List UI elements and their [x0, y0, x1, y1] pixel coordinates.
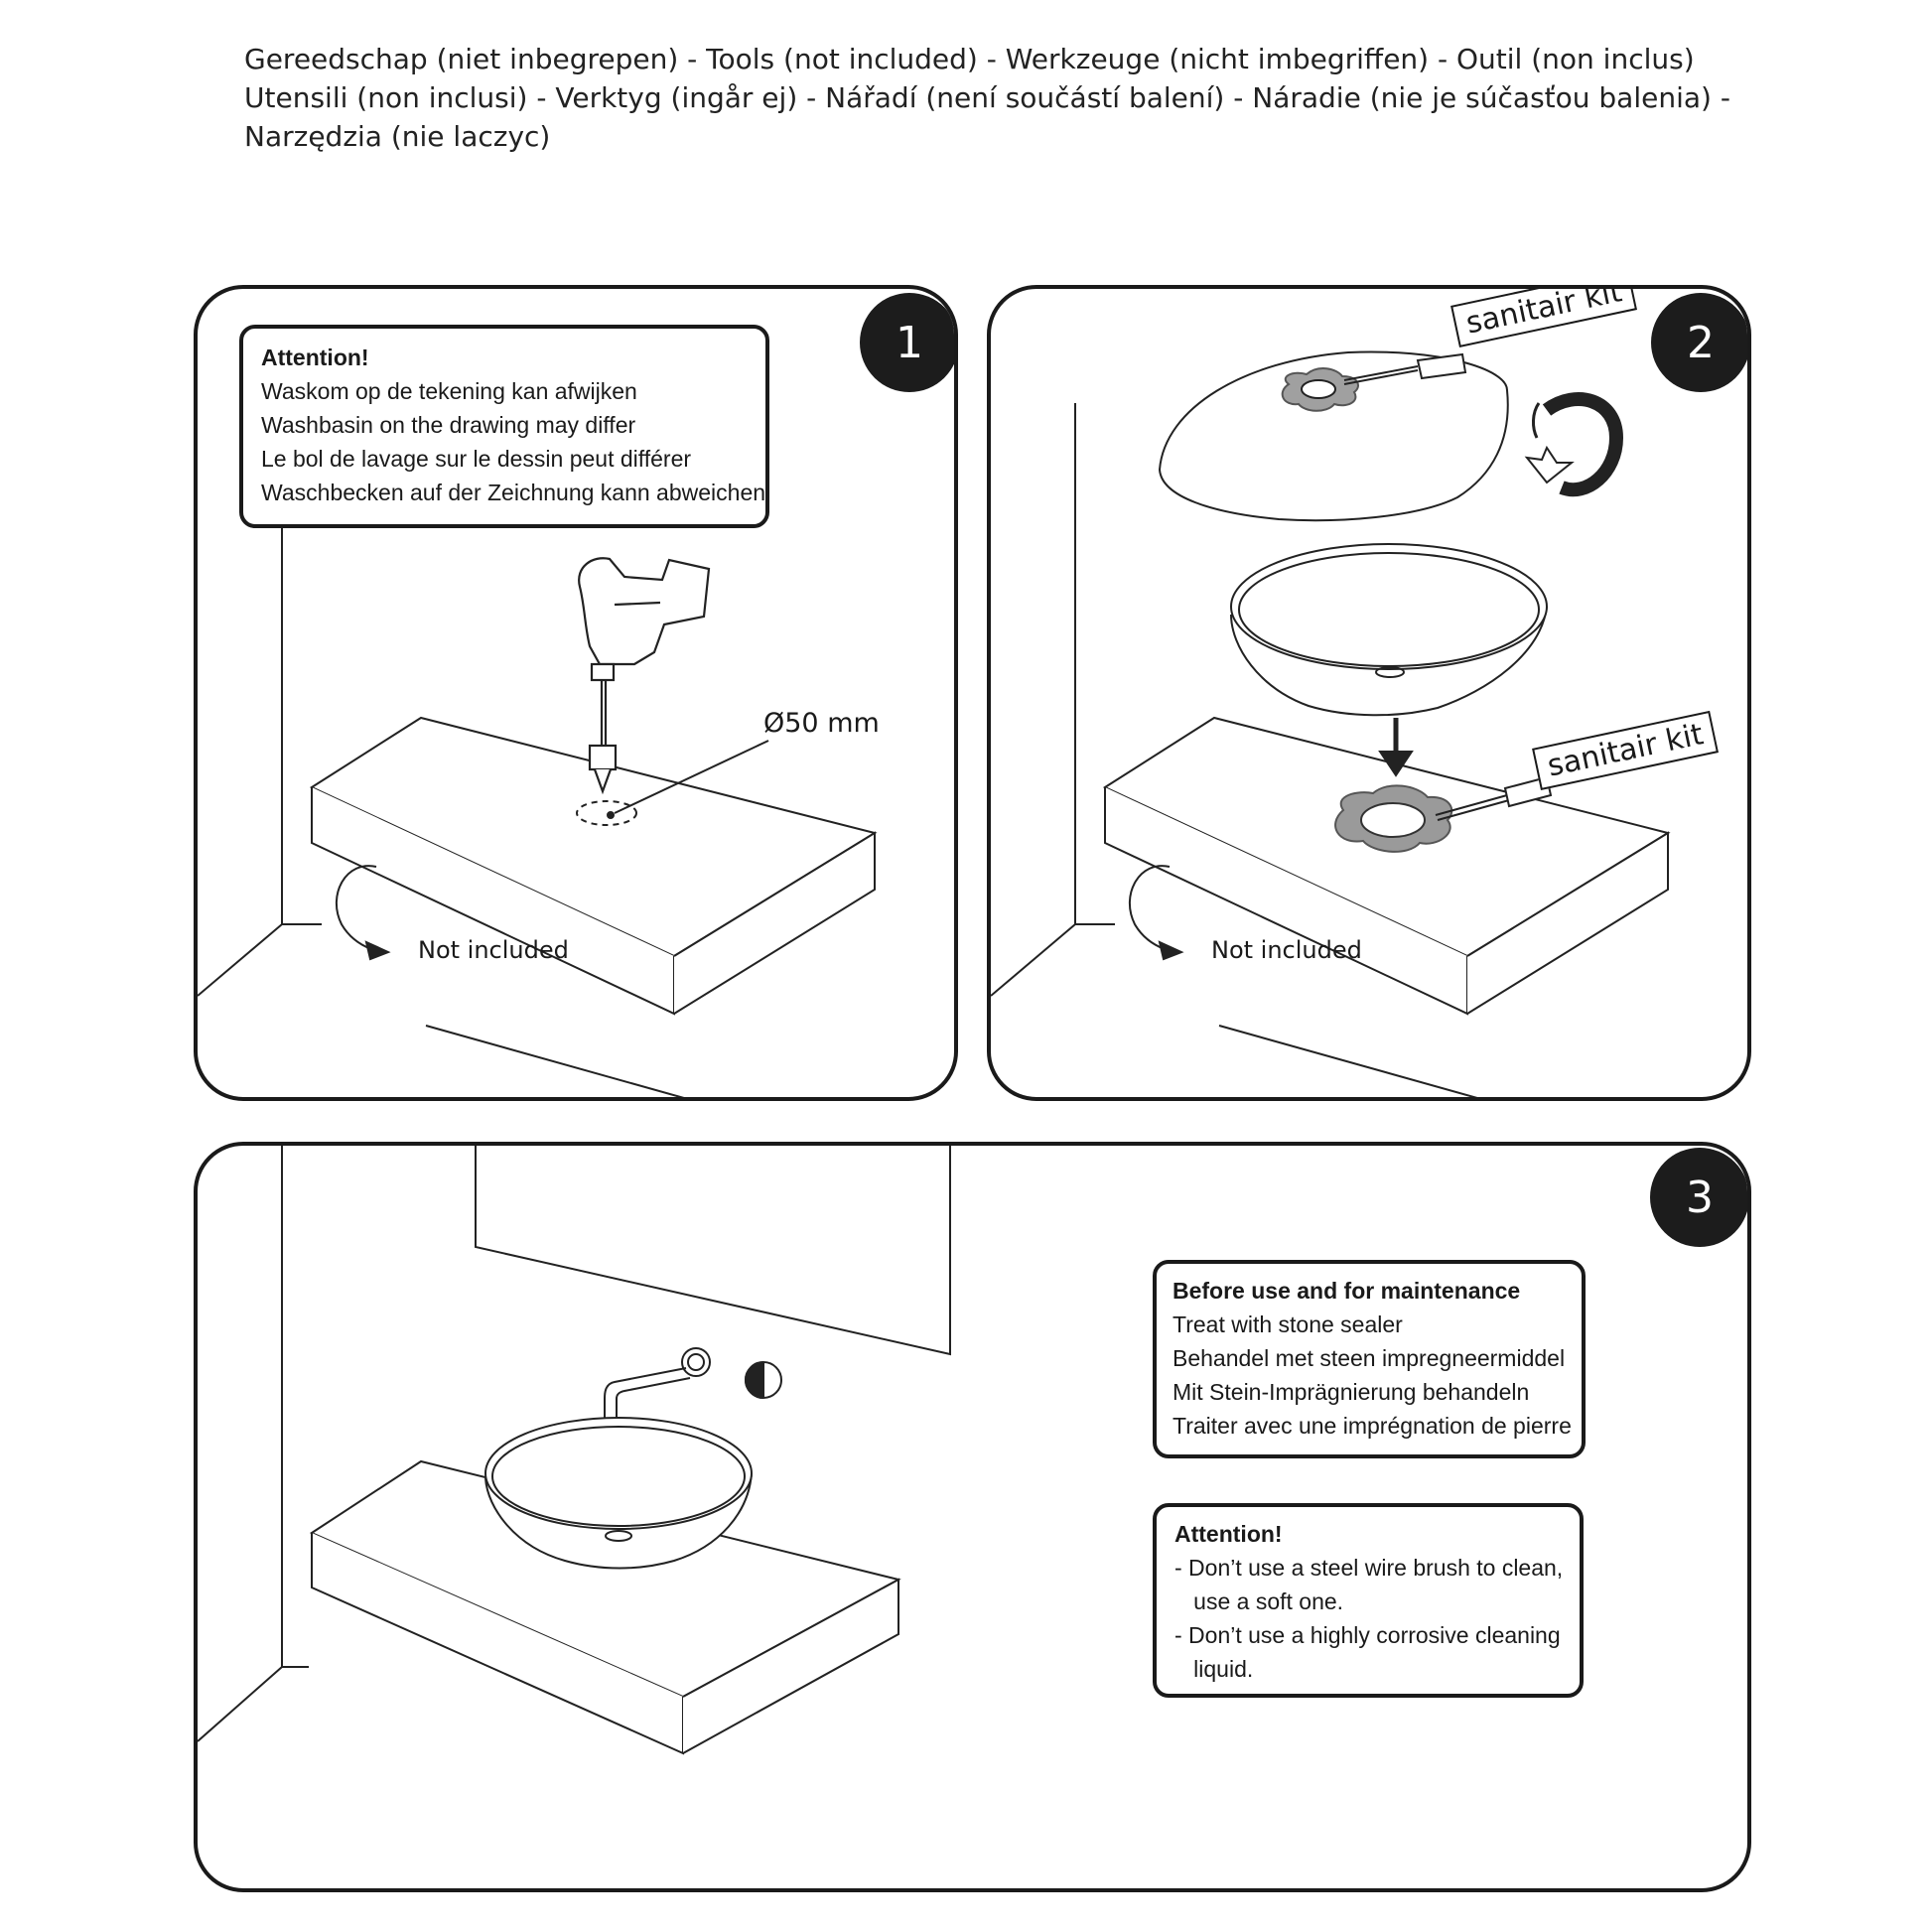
rotate-arrow-icon	[1524, 392, 1624, 497]
not-included-label: Not included	[418, 936, 569, 964]
step-3-panel: 3 Before use and for maintenance Treat w…	[194, 1142, 1751, 1892]
step-3-badge: 3	[1650, 1148, 1747, 1247]
washbasin-upright	[1230, 543, 1548, 717]
attention-line-4: liquid.	[1174, 1656, 1254, 1682]
drill-hole-mark	[576, 800, 637, 826]
down-arrow-head	[1378, 751, 1414, 777]
step-1-panel: 1 Attention! Waskom op de tekening kan a…	[194, 285, 958, 1101]
maintenance-title: Before use and for maintenance	[1173, 1278, 1521, 1304]
attention-line-fr: Le bol de lavage sur le dessin peut diff…	[261, 446, 692, 472]
maintenance-line-de: Mit Stein-Imprägnierung behandeln	[1173, 1379, 1530, 1405]
floor-line-front	[1218, 1025, 1478, 1097]
drain-opening-counter	[1360, 802, 1426, 838]
not-included-arrowhead	[1158, 940, 1184, 961]
maintenance-line-nl: Behandel met steen impregneermiddel	[1173, 1345, 1566, 1371]
washbasin-upside-down	[1158, 350, 1509, 522]
floor-line-left	[198, 1666, 283, 1742]
not-included-label: Not included	[1211, 936, 1362, 964]
attention-line-de: Waschbecken auf der Zeichnung kann abwei…	[261, 480, 766, 505]
attention-line-2: use a soft one.	[1174, 1588, 1344, 1614]
mirror-outline	[475, 1146, 951, 1356]
attention-line-3: - Don’t use a highly corrosive cleaning	[1174, 1622, 1561, 1648]
attention-line-nl: Waskom op de tekening kan afwijken	[261, 378, 637, 404]
not-included-arc	[336, 865, 377, 950]
step-1-attention-box: Attention! Waskom op de tekening kan afw…	[239, 325, 769, 528]
step-2-illustration	[991, 350, 1671, 1097]
diameter-label: Ø50 mm	[763, 708, 880, 739]
step-3-attention-box: Attention! - Don’t use a steel wire brus…	[1153, 1503, 1584, 1698]
step-2-panel: 2 sanitair kit sanitair kit Not included	[987, 285, 1751, 1101]
attention-line-en: Washbasin on the drawing may differ	[261, 412, 636, 438]
step-3-illustration	[198, 1146, 951, 1755]
countertop-side	[1466, 831, 1669, 1015]
maintenance-box: Before use and for maintenance Treat wit…	[1153, 1260, 1586, 1458]
attention-title: Attention!	[1174, 1521, 1283, 1547]
floor-line-left	[991, 923, 1076, 997]
floor-line-front	[425, 1025, 685, 1097]
attention-line-1: - Don’t use a steel wire brush to clean,	[1174, 1555, 1564, 1581]
sealant-tube-top	[1343, 352, 1467, 385]
washbasin-installed	[484, 1417, 753, 1570]
header-line-2: Utensili (non inclusi) - Verktyg (ingår …	[244, 81, 1730, 114]
not-included-arc	[1129, 865, 1171, 950]
faucet-icon	[604, 1347, 711, 1423]
header-line-3: Narzędzia (nie laczyc)	[244, 120, 551, 153]
not-included-arrowhead	[364, 940, 391, 961]
drill-icon	[578, 557, 711, 795]
step-1-illustration	[198, 527, 878, 1097]
floor-line-left	[198, 923, 283, 997]
step-2-badge: 2	[1651, 293, 1747, 392]
maintenance-line-en: Treat with stone sealer	[1173, 1311, 1403, 1337]
hole-center-dot	[607, 811, 615, 819]
attention-title: Attention!	[261, 345, 369, 370]
tap-knob-icon	[745, 1361, 782, 1399]
countertop-side	[673, 831, 876, 1015]
countertop-side	[682, 1578, 899, 1754]
diameter-leader-line	[614, 740, 769, 814]
step-1-badge: 1	[860, 293, 954, 392]
header-line-1: Gereedschap (niet inbegrepen) - Tools (n…	[244, 43, 1695, 75]
tools-header: Gereedschap (niet inbegrepen) - Tools (n…	[244, 40, 1733, 156]
maintenance-line-fr: Traiter avec une imprégnation de pierre	[1173, 1413, 1572, 1439]
